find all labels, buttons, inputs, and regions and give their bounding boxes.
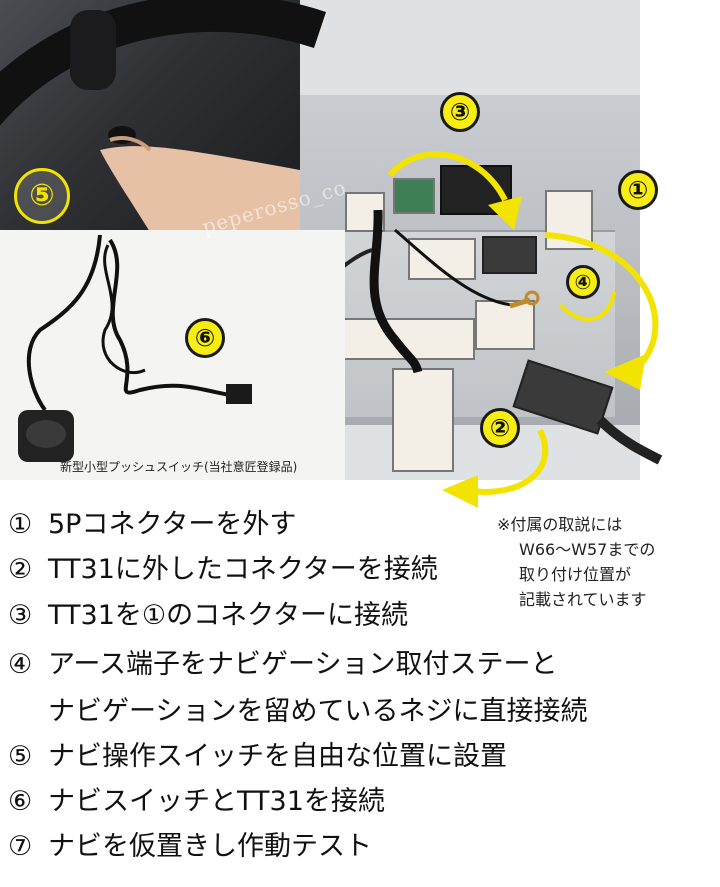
steering-inset-photo: ⑤ <box>0 0 326 232</box>
step-marker: ② <box>8 554 33 585</box>
note-line-1: ※付属の取説には <box>497 515 623 534</box>
badge-1: ① <box>618 170 658 210</box>
step-text: TT31に外したコネクターを接続 <box>48 554 438 585</box>
step-marker: ⑦ <box>8 831 33 862</box>
step-6: ⑥ ナビスイッチとTT31を接続 <box>8 785 385 819</box>
note-line-4: 記載されています <box>519 590 647 609</box>
5p-connector-socket <box>482 236 537 274</box>
tt31-white-connector <box>392 368 454 472</box>
step-text: アース端子をナビゲーション取付ステーと <box>48 649 558 680</box>
badge-2: ② <box>480 408 520 448</box>
manual-note: ※付属の取説には W66～W57までの 取り付け位置が 記載されています <box>497 512 655 612</box>
badge-5: ⑤ <box>14 168 70 224</box>
step-text: 5Pコネクターを外す <box>48 509 297 540</box>
step-text: TT31を①のコネクターに接続 <box>48 600 408 631</box>
step-text: ナビ操作スイッチを自由な位置に設置 <box>48 741 507 772</box>
green-connector <box>393 178 435 214</box>
white-connector-mid <box>408 238 476 280</box>
step-5: ⑤ ナビ操作スイッチを自由な位置に設置 <box>8 740 507 774</box>
note-line-3: 取り付け位置が <box>519 565 632 584</box>
step-marker: ① <box>8 509 33 540</box>
step-3: ③ TT31を①のコネクターに接続 <box>8 599 408 633</box>
badge-3: ③ <box>440 92 480 132</box>
step-7: ⑦ ナビを仮置きし作動テスト <box>8 830 372 864</box>
badge-6: ⑥ <box>185 318 225 358</box>
step-4: ④ アース端子をナビゲーション取付ステーと <box>8 648 558 682</box>
step-text: ナビスイッチとTT31を接続 <box>48 786 385 817</box>
step-text: ナビを仮置きし作動テスト <box>48 831 372 862</box>
step-marker: ⑤ <box>8 741 33 772</box>
push-switch-inset-photo <box>0 230 345 480</box>
step-marker: ⑥ <box>8 786 33 817</box>
step-2: ② TT31に外したコネクターを接続 <box>8 553 438 587</box>
step-marker: ④ <box>8 649 33 680</box>
step-4-continued: ナビゲーションを留めているネジに直接接続 <box>48 695 587 729</box>
step-1: ① 5Pコネクターを外す <box>8 508 296 542</box>
installation-photo: ⑤ ③ ① ④ ② ⑥ peperosso_co 新型小型プッシュスイッチ(当社… <box>0 0 663 508</box>
badge-4: ④ <box>566 265 600 299</box>
white-connector-bottom-right <box>475 300 535 350</box>
note-line-2: W66～W57までの <box>519 540 656 559</box>
step-marker: ③ <box>8 600 33 631</box>
step-text: ナビゲーションを留めているネジに直接接続 <box>48 696 588 727</box>
switch-caption: 新型小型プッシュスイッチ(当社意匠登録品) <box>60 460 298 474</box>
